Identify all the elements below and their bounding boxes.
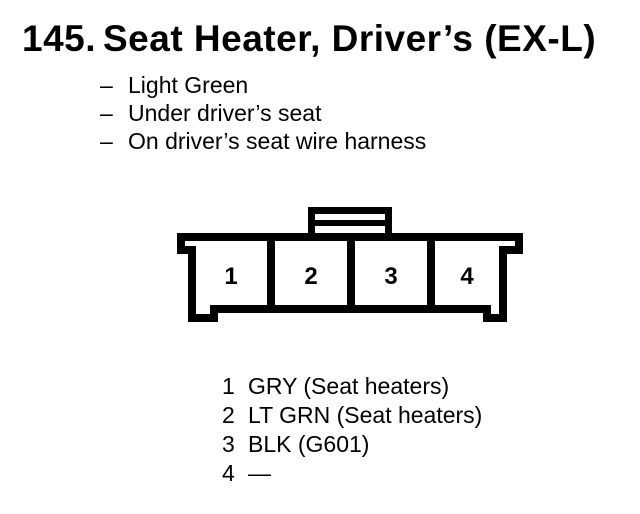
legend-pin-desc: LT GRN (Seat heaters): [248, 402, 483, 428]
connector-diagram: 1 2 3 4: [177, 207, 523, 322]
pin-label-2: 2: [304, 263, 317, 290]
legend-pin-number: 3: [222, 431, 235, 457]
item-number: 145.: [22, 18, 97, 59]
note-item: – Under driver’s seat: [100, 99, 426, 127]
location-notes: – Light Green – Under driver’s seat – On…: [100, 71, 426, 155]
pin-label-1: 1: [224, 263, 237, 290]
legend-row: 3 BLK (G601): [222, 430, 482, 459]
pin-label-3: 3: [384, 263, 397, 290]
legend-pin-desc: —: [248, 460, 271, 486]
legend-pin-number: 1: [222, 373, 235, 399]
title-text: Seat Heater, Driver’s (EX-L): [103, 18, 597, 59]
dash-icon: –: [100, 100, 113, 126]
legend-row: 2 LT GRN (Seat heaters): [222, 401, 482, 430]
legend-pin-number: 4: [222, 460, 235, 486]
note-text: Under driver’s seat: [128, 100, 322, 126]
dash-icon: –: [100, 72, 113, 98]
note-item: – On driver’s seat wire harness: [100, 127, 426, 155]
note-text: Light Green: [128, 72, 249, 98]
legend-pin-number: 2: [222, 402, 235, 428]
note-text: On driver’s seat wire harness: [128, 128, 427, 154]
note-item: – Light Green: [100, 71, 426, 99]
legend-row: 1 GRY (Seat heaters): [222, 372, 482, 401]
wire-legend: 1 GRY (Seat heaters) 2 LT GRN (Seat heat…: [222, 372, 482, 488]
legend-pin-desc: GRY (Seat heaters): [248, 373, 450, 399]
legend-pin-desc: BLK (G601): [248, 431, 370, 457]
dash-icon: –: [100, 128, 113, 154]
legend-row: 4 —: [222, 459, 482, 488]
pin-label-4: 4: [460, 263, 474, 290]
page-title: 145. Seat Heater, Driver’s (EX-L): [22, 19, 596, 59]
